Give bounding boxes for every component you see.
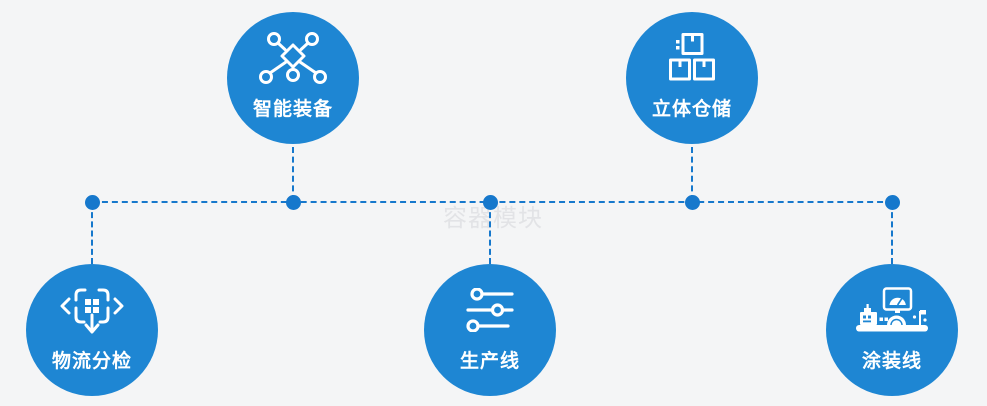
connector-vertical-smart-equipment bbox=[292, 147, 294, 201]
node-logistics-sorting: 物流分检 bbox=[26, 264, 158, 396]
connector-vertical-warehouse bbox=[691, 147, 693, 201]
sort-dispatch-icon bbox=[60, 282, 124, 338]
sliders-icon bbox=[465, 282, 515, 338]
node-label: 生产线 bbox=[459, 351, 520, 372]
node-label: 智能装备 bbox=[252, 99, 333, 120]
node-smart-equipment: 智能装备 bbox=[227, 12, 359, 144]
control-machine-icon bbox=[854, 282, 930, 338]
connector-vertical-painting bbox=[891, 203, 893, 264]
network-nodes-icon bbox=[259, 30, 327, 86]
node-label: 涂装线 bbox=[861, 351, 922, 372]
junction-dot-1 bbox=[85, 195, 100, 210]
connector-vertical-logistics bbox=[91, 203, 93, 264]
connector-vertical-production bbox=[489, 203, 491, 264]
node-production-line: 生产线 bbox=[424, 264, 556, 396]
junction-dot-2 bbox=[286, 195, 301, 210]
node-painting-line: 涂装线 bbox=[826, 264, 958, 396]
node-label: 立体仓储 bbox=[651, 99, 732, 120]
junction-dot-4 bbox=[685, 195, 700, 210]
junction-dot-3 bbox=[483, 195, 498, 210]
stacked-boxes-icon bbox=[668, 30, 716, 86]
node-label: 物流分检 bbox=[51, 351, 132, 372]
node-warehouse: 立体仓储 bbox=[626, 12, 758, 144]
junction-dot-5 bbox=[885, 195, 900, 210]
